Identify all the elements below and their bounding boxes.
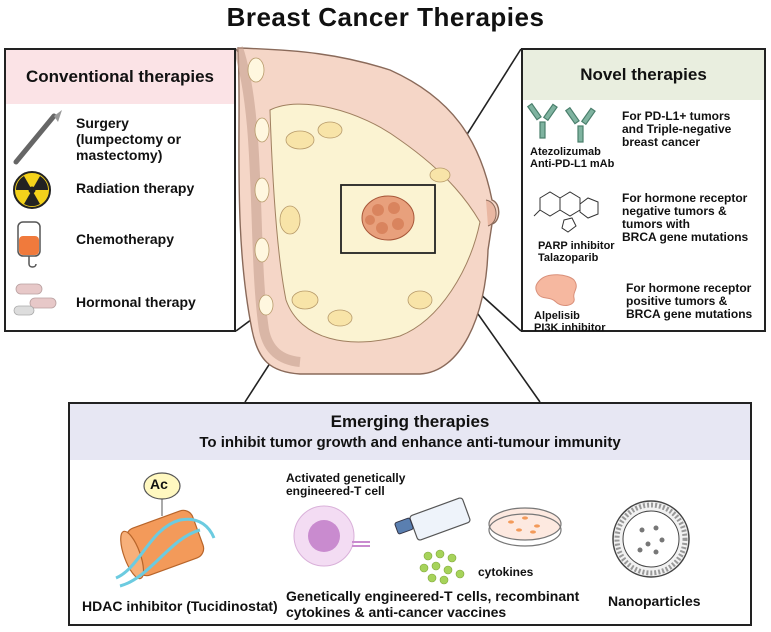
surgery-label: Surgery (lumpectomy or mastectomy) <box>76 115 182 163</box>
scalpel-icon <box>13 110 62 165</box>
conventional-therapies-heading: Conventional therapies <box>6 50 234 104</box>
nanoparticles-label: Nanoparticles <box>608 593 701 609</box>
radiation-icon <box>13 171 51 209</box>
petri-dish-icon <box>488 507 562 547</box>
chemotherapy-label: Chemotherapy <box>76 231 175 247</box>
atezolizumab-label: Atezolizumab Anti-PD-L1 mAb <box>530 146 615 170</box>
culture-flask-icon <box>394 497 471 541</box>
radiation-therapy-label: Radiation therapy <box>76 180 195 196</box>
alpelisib-label: Alpelisib PI3K inhibitor <box>534 310 606 334</box>
talazoparib-description: For hormone receptor negative tumors & t… <box>622 191 749 244</box>
novel-therapies-heading: Novel therapies <box>523 50 764 100</box>
emerging-therapies-heading: Emerging therapies <box>330 412 490 431</box>
tcell-icon <box>293 505 370 567</box>
emerging-therapies-subheading: To inhibit tumor growth and enhance anti… <box>199 434 621 451</box>
cytokines-icon <box>419 549 465 585</box>
hormonal-therapy-label: Hormonal therapy <box>76 294 196 310</box>
protein-icon <box>535 274 577 306</box>
acetyl-label: Ac <box>150 476 168 492</box>
alpelisib-description: For hormone receptor positive tumors & B… <box>626 281 753 321</box>
atezolizumab-description: For PD-L1+ tumors and Triple-negative br… <box>622 109 732 149</box>
talazoparib-label: PARP inhibitor Talazoparib <box>538 240 615 264</box>
hdac-inhibitor-label: HDAC inhibitor (Tucidinostat) <box>82 598 278 614</box>
nanoparticle-icon <box>612 500 690 578</box>
tumor-icon <box>361 195 415 241</box>
antibody-icon <box>526 102 596 143</box>
pills-icon <box>13 283 57 316</box>
combination-therapy-label: Genetically engineered-T cells, recombin… <box>286 588 580 620</box>
molecule-icon <box>533 191 599 233</box>
conventional-therapies-panel: Conventional therapies <box>4 48 236 332</box>
cytokines-label: cytokines <box>478 565 534 579</box>
emerging-therapies-header: Emerging therapies To inhibit tumor grow… <box>70 404 750 460</box>
page-title: Breast Cancer Therapies <box>226 2 545 32</box>
iv-bag-icon <box>17 221 41 268</box>
tcell-label: Activated genetically engineered-T cell <box>286 471 406 498</box>
histone-icon <box>115 472 216 588</box>
